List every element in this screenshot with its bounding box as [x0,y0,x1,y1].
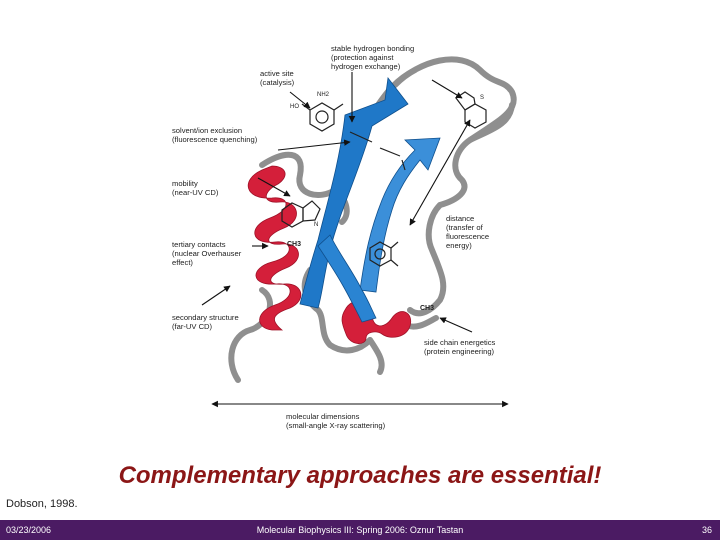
alpha-helix-bottom [341,300,412,344]
footer-bar: 03/23/2006 Molecular Biophysics III: Spr… [0,520,720,540]
footer-course-title: Molecular Biophysics III: Spring 2006: O… [256,525,464,535]
chem-n-label: N [314,222,319,228]
annotation-arrows [201,72,509,408]
citation: Dobson, 1998. [6,498,78,510]
footer-date: 03/23/2006 [6,525,52,535]
label-active-site: active site (catalysis) [260,69,295,87]
label-distance: distance (transfer of fluorescence energ… [446,214,490,250]
chem-nh2-label: NH2 [317,92,330,98]
label-secondary-structure: secondary structure (far-UV CD) [172,313,239,331]
beta-strand-3 [317,234,377,323]
chem-ch3-label-right: CH3 [420,305,435,312]
alpha-helix-left [247,165,302,331]
footer-page-number: 36 [701,525,712,535]
label-tertiary-contacts: tertiary contacts (nuclear Overhauser ef… [172,240,242,267]
protein-diagram [201,56,517,408]
beta-strand-2 [359,137,441,293]
label-side-chain-energetics: side chain energetics (protein engineeri… [424,338,496,356]
label-solvent-exclusion: solvent/ion exclusion (fluorescence quen… [172,126,258,144]
slide-headline: Complementary approaches are essential! [118,462,602,489]
chem-ho-label: HO [290,104,299,110]
label-mobility: mobility (near-UV CD) [172,179,219,197]
chem-ch3-label-left: CH3 [287,241,302,248]
label-hydrogen-bonding: stable hydrogen bonding (protection agai… [331,44,415,71]
chem-s-label: S [480,95,485,101]
label-molecular-dimensions: molecular dimensions (small-angle X-ray … [286,412,386,430]
